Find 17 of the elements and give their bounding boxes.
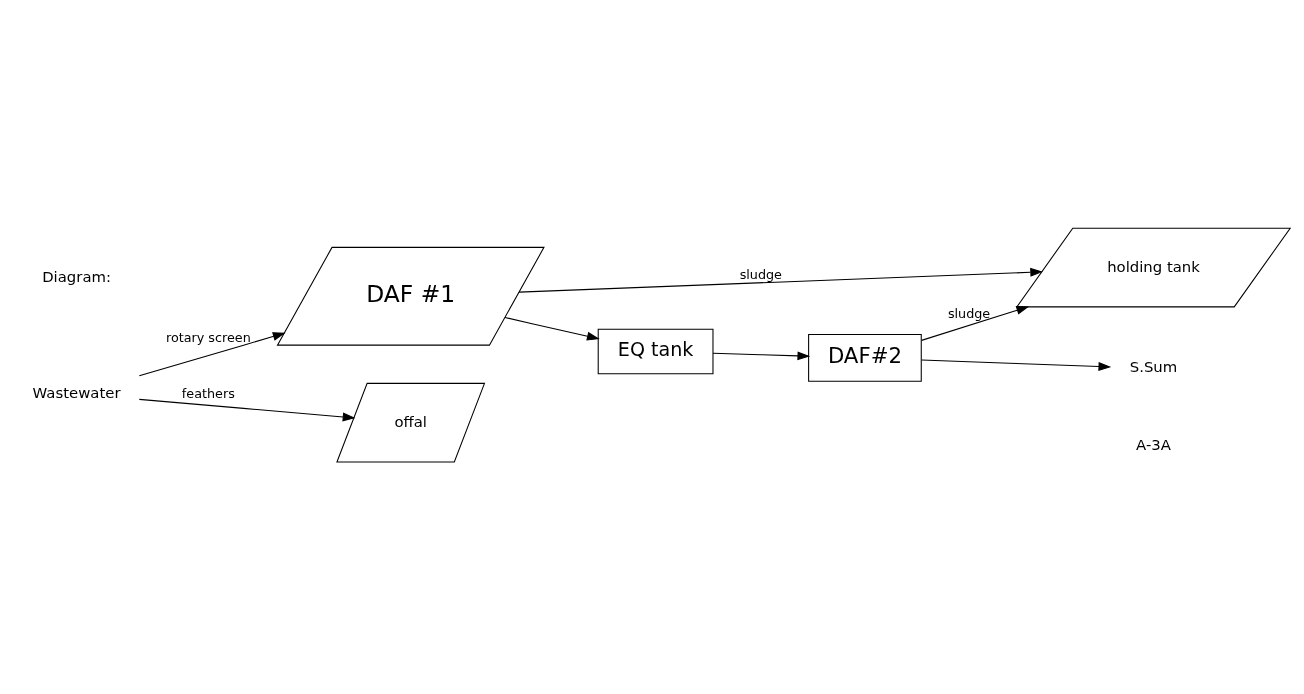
arrow xyxy=(712,351,811,361)
node-box: EQ tank xyxy=(597,328,714,375)
node-text: Wastewater xyxy=(32,383,121,402)
arrow xyxy=(518,267,1044,293)
arrow xyxy=(504,316,600,341)
edge-label: sludge xyxy=(947,306,991,322)
node-text: S.Sum xyxy=(1129,358,1178,377)
arrow xyxy=(921,306,1030,341)
arrow xyxy=(138,332,286,377)
edge-label: sludge xyxy=(739,266,782,282)
label: A-3A xyxy=(1136,436,1171,455)
arrow xyxy=(921,359,1112,371)
edge-label: rotary screen xyxy=(165,329,251,345)
arrow xyxy=(138,398,356,422)
label: Diagram: xyxy=(42,268,111,287)
edge-label: feathers xyxy=(181,385,235,401)
node-box: DAF#2 xyxy=(808,334,922,382)
